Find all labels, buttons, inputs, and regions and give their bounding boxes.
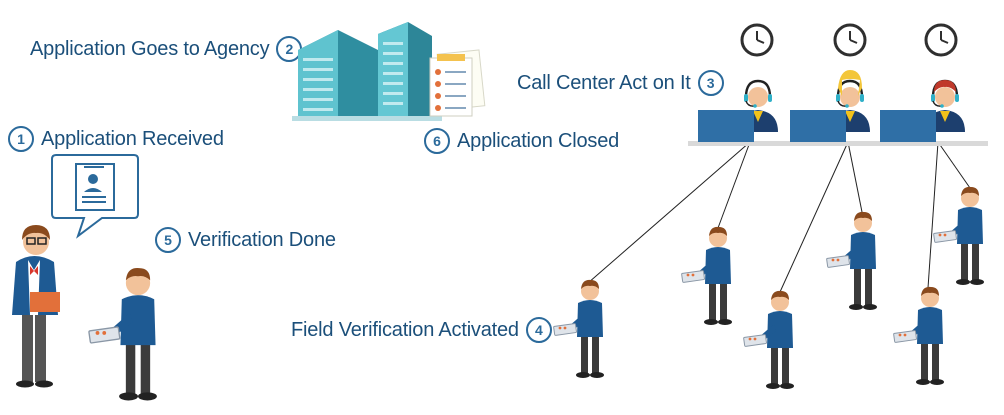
- call-center-agent: [923, 79, 967, 134]
- field-agent: [743, 290, 795, 390]
- step-6-badge: 6: [424, 128, 450, 154]
- step-field-verification-activated: Field Verification Activated 4: [291, 317, 552, 343]
- resume-icon: [75, 163, 115, 211]
- field-agent: [826, 211, 878, 311]
- step-verification-done: 5 Verification Done: [155, 227, 336, 253]
- wall-clock-icon: [740, 23, 774, 57]
- wall-clock-icon: [833, 23, 867, 57]
- step-3-badge: 3: [697, 70, 724, 96]
- step-4-badge: 4: [525, 317, 552, 343]
- connection-line: [587, 141, 751, 284]
- call-center-desk: [688, 110, 988, 146]
- connection-lines: [587, 141, 971, 293]
- monitor-icon: [880, 110, 936, 142]
- connection-line: [847, 141, 863, 213]
- step-3-label: Call Center Act on It: [517, 71, 691, 94]
- step-1-badge: 1: [8, 126, 34, 152]
- step-application-goes-to-agency: Application Goes to Agency 2: [30, 36, 303, 62]
- field-agent: [893, 286, 945, 386]
- monitor-icon: [790, 110, 846, 142]
- checklist-icon: [429, 49, 486, 117]
- field-agent: [553, 279, 605, 379]
- step-5-label: Verification Done: [188, 228, 336, 251]
- office-building-icon: [292, 22, 442, 121]
- step-application-received: 1 Application Received: [8, 126, 224, 152]
- step-application-closed: 6 Application Closed: [424, 128, 619, 154]
- step-4-label: Field Verification Activated: [291, 318, 519, 341]
- connection-line: [927, 141, 939, 289]
- step-2-label: Application Goes to Agency: [30, 37, 270, 60]
- applicant-figure: [12, 225, 60, 388]
- step-call-center-act: Call Center Act on It 3: [517, 70, 724, 96]
- call-center-agent: [828, 70, 872, 134]
- step-1-label: Application Received: [41, 127, 224, 150]
- connection-line: [937, 141, 971, 189]
- verifier-figure: [88, 267, 158, 402]
- monitor-icon: [698, 110, 754, 142]
- step-6-label: Application Closed: [457, 129, 620, 152]
- field-agent: [681, 226, 733, 326]
- connection-line: [717, 141, 751, 229]
- wall-clock-icon: [924, 23, 958, 57]
- field-agent: [933, 186, 985, 286]
- step-5-badge: 5: [155, 227, 181, 253]
- speech-bubble: [51, 154, 139, 239]
- connection-line: [779, 141, 849, 293]
